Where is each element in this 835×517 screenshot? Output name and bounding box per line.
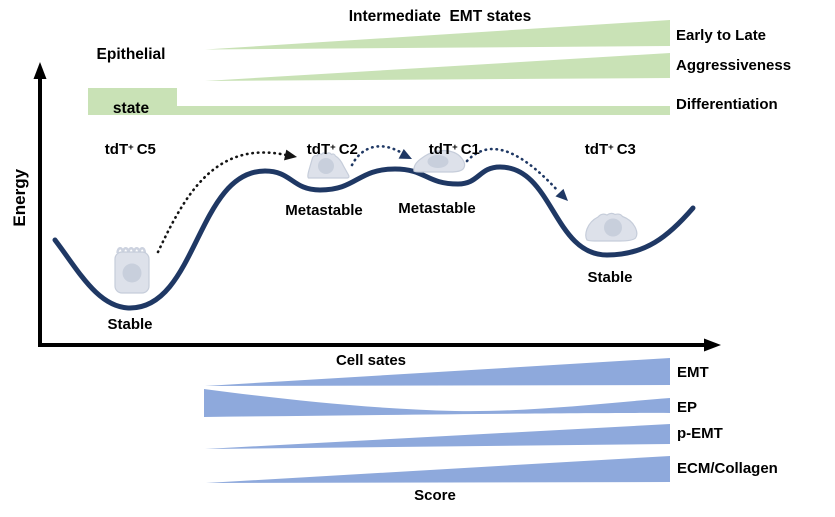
- tdt-c1-post: C1: [460, 141, 480, 159]
- emt-band-label: EMT: [677, 364, 709, 381]
- epithelial-state-label: Epithelial state: [58, 10, 204, 154]
- intermediate-cell-c2-icon: [307, 152, 350, 179]
- epithelial-cell-cilia: [116, 247, 147, 254]
- differentiation-label: Differentiation: [676, 96, 778, 113]
- ep-band-label: EP: [677, 399, 698, 416]
- y-axis-label: Energy: [10, 168, 30, 227]
- cluster-label-tdt-c2: tdT+C2: [264, 124, 384, 176]
- metastable-1-label: Metastable: [285, 202, 363, 219]
- p-emt-score-wedge: [205, 424, 670, 449]
- stable-right-label: Stable: [587, 269, 633, 286]
- transition-arrow-2-path: [350, 145, 404, 167]
- transition-arrow-2-head: [398, 148, 412, 159]
- epithelial-state-line2: state: [112, 100, 150, 117]
- early-to-late-wedge: [205, 20, 670, 50]
- p-emt-band-label: p-EMT: [677, 425, 723, 442]
- x-axis-arrowhead: [704, 338, 721, 352]
- ecm-collagen-band-label: ECM/Collagen: [677, 460, 778, 477]
- differentiation-step-bar: [88, 88, 670, 115]
- ecm-collagen-score-wedge: [206, 456, 670, 483]
- tdt-c5-pre: tdT: [104, 141, 129, 159]
- cluster-label-tdt-c3: tdT+C3: [542, 124, 662, 176]
- ep-score-wedge: [204, 389, 670, 417]
- tdt-c1-sup: +: [452, 142, 458, 154]
- aggressiveness-wedge: [205, 53, 670, 81]
- cluster-label-tdt-c5: tdT+C5: [62, 124, 182, 176]
- y-axis-arrowhead: [33, 62, 47, 79]
- tdt-c5-sup: +: [128, 142, 134, 154]
- tdt-c5-post: C5: [136, 141, 156, 159]
- stable-left-label: Stable: [107, 316, 153, 333]
- tdt-c2-sup: +: [330, 142, 336, 154]
- tdt-c3-post: C3: [616, 141, 636, 159]
- cluster-label-tdt-c1: tdT+C1: [386, 124, 506, 176]
- tdt-c1-pre: tdT: [428, 141, 453, 159]
- tdt-c3-pre: tdT: [584, 141, 609, 159]
- transition-arrow-1-head: [284, 149, 297, 161]
- transition-arrow-1-path: [156, 151, 288, 254]
- intermediate-emt-states-label: Intermediate EMT states: [348, 8, 532, 25]
- aggressiveness-label: Aggressiveness: [676, 57, 792, 74]
- mesenchymal-cell-c3-icon: [585, 212, 638, 242]
- intermediate-cell-c1-icon: [413, 149, 466, 173]
- tdt-c3-sup: +: [608, 142, 614, 154]
- epithelial-state-line1: Epithelial: [96, 46, 166, 63]
- tdt-c2-post: C2: [338, 141, 358, 159]
- emt-score-wedge: [205, 358, 670, 386]
- metastable-2-label: Metastable: [398, 200, 476, 217]
- transition-arrow-3-head: [555, 188, 568, 201]
- energy-landscape-curve: [52, 164, 696, 311]
- score-axis-label: Score: [414, 487, 456, 504]
- tdt-c2-pre: tdT: [306, 141, 331, 159]
- early-to-late-label: Early to Late: [676, 27, 767, 44]
- x-axis-label: Cell sates: [335, 352, 407, 369]
- transition-arrow-3-path: [465, 147, 560, 193]
- epithelial-cell-icon: [114, 247, 150, 294]
